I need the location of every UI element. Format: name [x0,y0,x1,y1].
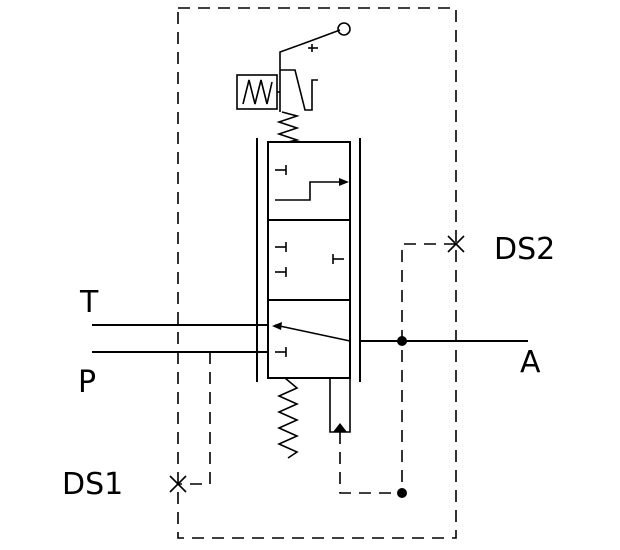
enclosure-boundary [177,7,457,539]
bottom-spring [277,377,299,459]
label-pilot-drain-2: DS2 [494,232,555,267]
label-tank-port: T [79,285,99,320]
envelope-1-symbols [275,165,349,201]
envelope-2-symbols [275,242,344,277]
piston-pilot-line [339,432,402,494]
top-spring [276,111,300,143]
pilot-line-ds2 [401,235,465,493]
envelope-3-symbols [272,322,351,357]
label-pilot-drain-1: DS1 [62,467,123,502]
pilot-line-ds1 [169,352,211,493]
label-work-port: A [520,345,541,380]
valve-body [267,141,351,379]
junction-dot-pilot [397,488,407,498]
pilot-piston [329,378,351,433]
manual-lever-operator [236,22,351,112]
label-pressure-port: P [78,365,96,400]
